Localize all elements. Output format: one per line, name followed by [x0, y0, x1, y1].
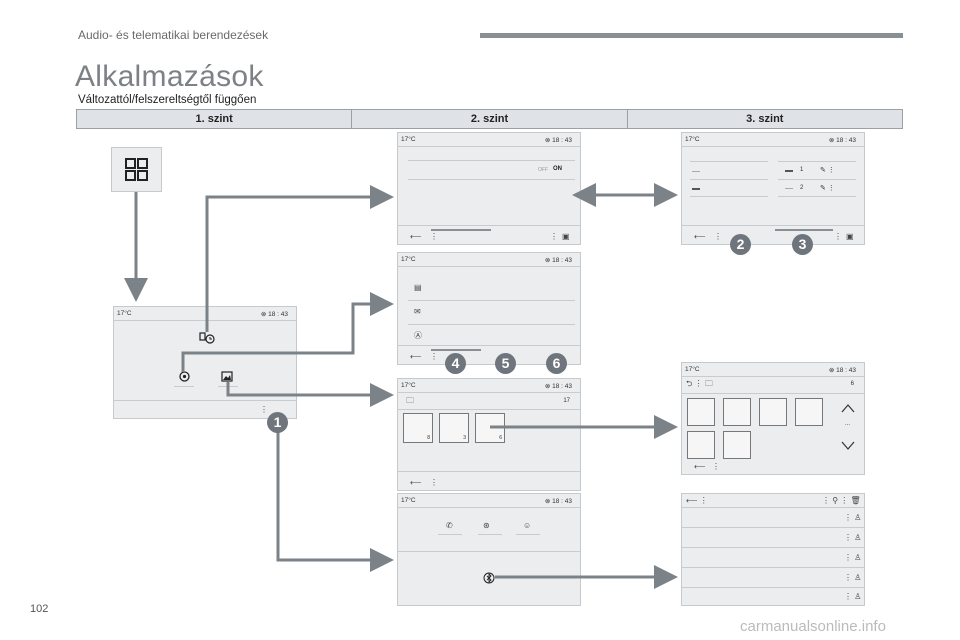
device-item-icon[interactable]: ⋮ ♙ [844, 592, 862, 601]
level3-screen-photo-grid: 17°C ⊗ 18 : 43 ⮌ ⋮ 🗀 6 ... ⟵ ⋮ [681, 362, 865, 475]
bluetooth-icon[interactable] [483, 572, 495, 584]
clock-label: ⊗ 18 : 43 [828, 137, 856, 144]
back-arrow-icon[interactable]: ⟵ ⋮ [686, 496, 708, 505]
watermark: carmanualsonline.info [740, 618, 886, 635]
back-folder-icon[interactable]: ⮌ ⋮ 🗀 [686, 379, 713, 388]
level-1-header: 1. szint [77, 110, 353, 128]
menu-dots-icon[interactable]: ⋮ [550, 232, 558, 241]
device-item-icon[interactable]: ⋮ ♙ [844, 553, 862, 562]
clock-label: ⊗ 18 : 43 [544, 137, 572, 144]
menu-dots-icon[interactable]: ⋮ [430, 232, 438, 241]
back-arrow-icon[interactable]: ⟵ [410, 352, 422, 361]
clock-label: ⊗ 18 : 43 [828, 367, 856, 374]
edit-pen-icon[interactable]: ✎ ⋮ [820, 167, 835, 174]
level-header: 1. szint 2. szint 3. szint [76, 109, 903, 129]
menu-dots-icon[interactable]: ⋮ [430, 478, 438, 487]
page-subtitle: Változattól/felszereltségtől függően [78, 94, 257, 106]
photo-thumbnail[interactable] [687, 431, 715, 459]
menu-dots-icon[interactable]: ⋮ [834, 232, 842, 241]
back-arrow-icon[interactable]: ⟵ [694, 232, 706, 241]
photo-thumbnail[interactable] [723, 431, 751, 459]
temperature-label: 17°C [401, 382, 416, 389]
grid-apps-icon [125, 158, 148, 181]
level1-screen: 17°C ⊗ 18 : 43 ⋮ [113, 306, 297, 419]
photo-count: 17 [563, 398, 570, 404]
menu-dots-icon[interactable]: ⋮ [712, 462, 720, 471]
user-icon[interactable]: ☺ [523, 521, 532, 530]
menu-dots-icon[interactable]: ⋮ [430, 352, 438, 361]
clock-label: ⊗ 18 : 43 [544, 257, 572, 264]
photo-thumbnail[interactable] [687, 398, 715, 426]
save-icon[interactable]: ▣ [562, 232, 570, 241]
level2-screen-connected-apps: 17°C ⊗ 18 : 43 OFF ON ⟵ ⋮ ⋮ ▣ [397, 132, 581, 245]
clock-label: ⊗ 18 : 43 [544, 498, 572, 505]
temperature-label: 17°C [117, 310, 132, 317]
callout-badge-2: 2 [730, 234, 751, 255]
level2-screen-connectivity: 17°C ⊗ 18 : 43 ✆ ⊛ ☺ [397, 493, 581, 606]
callout-badge-5: 5 [495, 353, 516, 374]
device-item-icon[interactable]: ⋮ ♙ [844, 513, 862, 522]
photo-thumbnail[interactable] [723, 398, 751, 426]
level-3-header: 3. szint [746, 113, 784, 125]
album-thumbnail[interactable]: 8 [403, 413, 433, 443]
clock-label: ⊗ 18 : 43 [544, 383, 572, 390]
page-title: Alkalmazások [75, 60, 264, 93]
temperature-label: 17°C [401, 256, 416, 263]
device-item-icon[interactable]: ⋮ ♙ [844, 573, 862, 582]
scroll-ellipsis: ... [845, 421, 851, 427]
connected-apps-icon[interactable] [199, 332, 215, 344]
document-icon[interactable]: ▤ [414, 283, 422, 292]
back-arrow-icon[interactable]: ⟵ [694, 462, 706, 471]
temperature-label: 17°C [685, 136, 700, 143]
section-bar [480, 33, 903, 38]
phone-icon[interactable]: ✆ [446, 521, 453, 530]
callout-badge-4: 4 [445, 353, 466, 374]
assistant-icon[interactable]: Ⓐ [414, 331, 422, 340]
back-arrow-icon[interactable]: ⟵ [410, 478, 422, 487]
photo-thumbnail[interactable] [759, 398, 787, 426]
callout-badge-1: 1 [267, 412, 288, 433]
callout-badge-6: 6 [546, 353, 567, 374]
row-one-label: 1 [800, 167, 804, 173]
folder-icon[interactable]: 🗀 [406, 396, 414, 405]
level-2-header: 2. szint [352, 110, 628, 128]
menu-dots-icon[interactable]: ⋮ [260, 405, 268, 414]
edit-pen-icon[interactable]: ✎ ⋮ [820, 185, 835, 192]
level2-screen-settings-menu: 17°C ⊗ 18 : 43 ▤ ✉ Ⓐ ⟵ ⋮ [397, 252, 581, 365]
temperature-label: 17°C [685, 366, 700, 373]
applications-tile[interactable] [111, 147, 162, 192]
search-delete-icons[interactable]: ⋮ ⚲ ⋮ 🗑 [822, 496, 861, 505]
wifi-share-icon[interactable]: ⊛ [483, 521, 490, 530]
row-two-label: 2 [800, 185, 804, 191]
album-thumbnail[interactable]: 3 [439, 413, 469, 443]
menu-dots-icon[interactable]: ⋮ [714, 232, 722, 241]
back-arrow-icon[interactable]: ⟵ [410, 232, 422, 241]
level2-screen-photos: 17°C ⊗ 18 : 43 🗀 17 8 3 6 ⟵ ⋮ [397, 378, 581, 491]
level3-screen-device-list: ⟵ ⋮ ⋮ ⚲ ⋮ 🗑 ⋮ ♙ ⋮ ♙ ⋮ ♙ ⋮ ♙ ⋮ ♙ [681, 493, 865, 606]
section-title: Audio- és telematikai berendezések [78, 28, 269, 42]
device-item-icon[interactable]: ⋮ ♙ [844, 533, 862, 542]
callout-badge-3: 3 [792, 234, 813, 255]
level3-screen-settings: 17°C ⊗ 18 : 43 1 ✎ ⋮ 2 ✎ ⋮ ⟵ ⋮ ⋮ ▣ [681, 132, 865, 245]
clock-label: ⊗ 18 : 43 [260, 311, 288, 318]
scroll-up-icon[interactable] [841, 403, 855, 413]
page-number: 102 [30, 603, 49, 615]
grid-count: 6 [850, 381, 854, 387]
temperature-label: 17°C [401, 136, 416, 143]
scroll-down-icon[interactable] [841, 441, 855, 451]
save-icon[interactable]: ▣ [846, 232, 854, 241]
message-icon[interactable]: ✉ [414, 307, 421, 316]
photo-thumbnail[interactable] [795, 398, 823, 426]
toggle-on-label[interactable]: ON [553, 166, 562, 172]
photo-gallery-icon[interactable] [221, 371, 233, 382]
toggle-off-label[interactable]: OFF [538, 167, 548, 173]
temperature-label: 17°C [401, 497, 416, 504]
